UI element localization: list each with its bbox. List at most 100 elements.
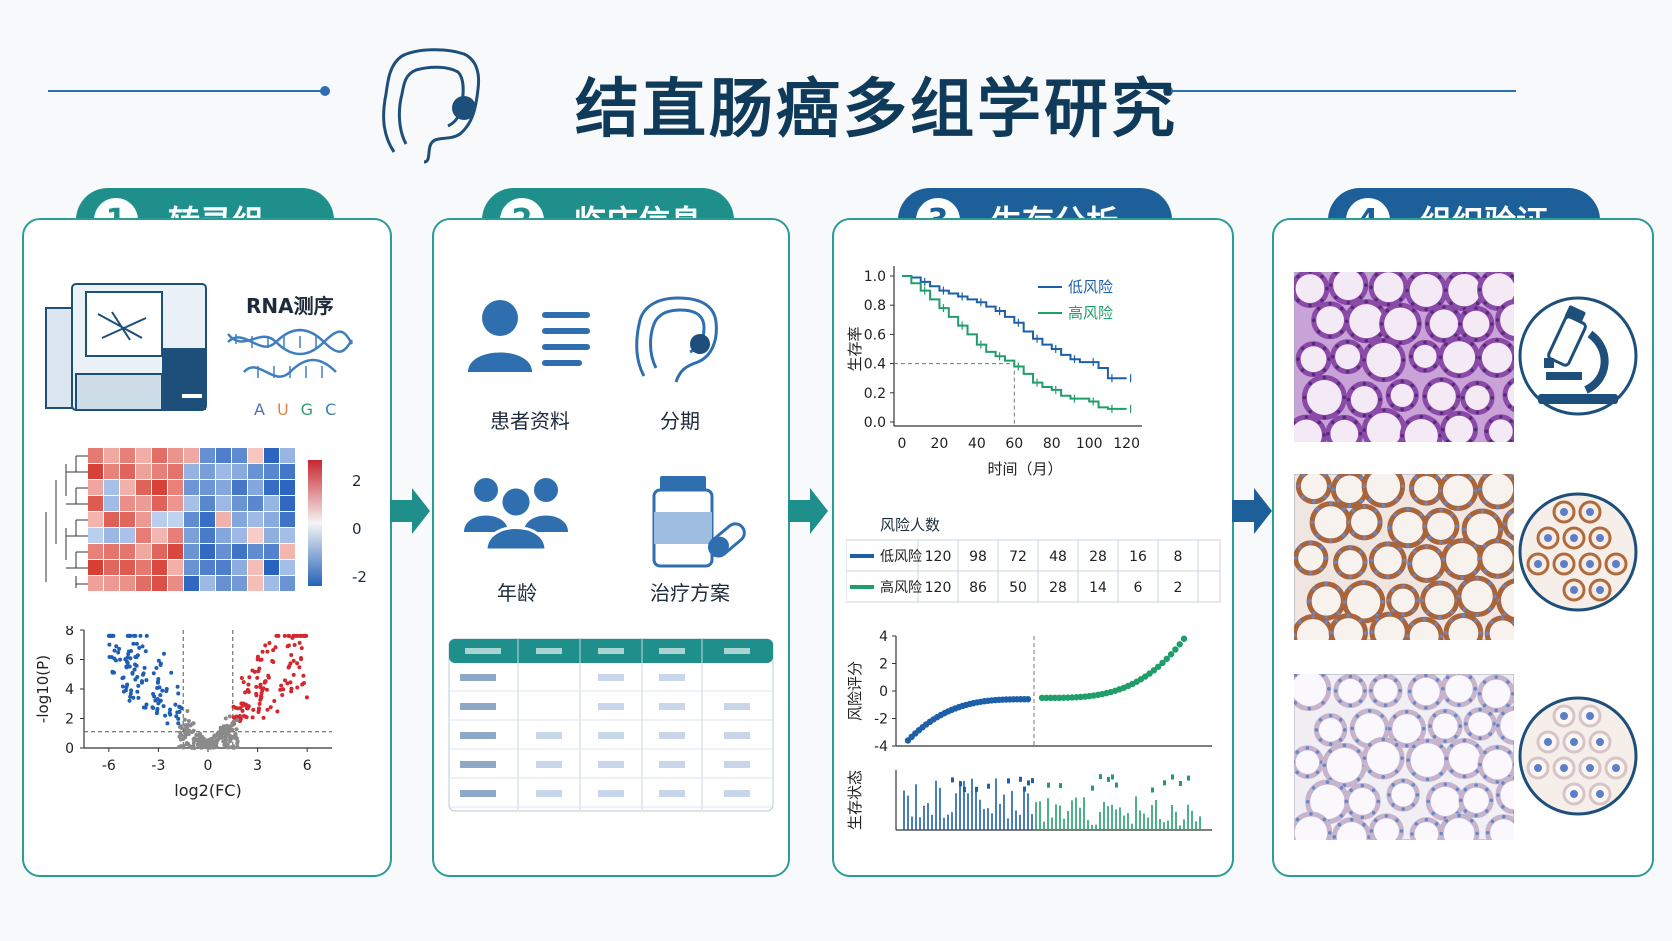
nucleus: [1393, 699, 1398, 703]
nucleus: [1463, 311, 1467, 315]
volcano-point: [212, 734, 217, 739]
volcano-point: [158, 698, 163, 703]
nucleus: [1475, 381, 1480, 385]
nucleus: [1477, 287, 1482, 292]
y-axis-label: 生存率: [846, 326, 864, 371]
volcano-point: [304, 695, 309, 700]
nucleus: [1498, 527, 1503, 532]
y-axis-label: 风险评分: [846, 661, 864, 721]
arrow-icon: [788, 488, 828, 534]
nucleus: [1485, 333, 1490, 338]
volcano-point: [210, 739, 215, 744]
nucleus: [1380, 714, 1384, 718]
nucleus: [1410, 403, 1414, 408]
nucleus: [1300, 346, 1305, 351]
status-event-mark: [963, 786, 966, 792]
table-header-cell: [536, 648, 562, 654]
nucleus: [1336, 587, 1341, 591]
heatmap-cell: [104, 464, 119, 479]
nucleus: [1315, 533, 1320, 538]
nucleus: [1437, 581, 1442, 585]
nucleus: [1445, 439, 1450, 442]
nucleus: [1435, 678, 1440, 682]
heatmap-cell: [264, 496, 279, 511]
nucleus: [1315, 750, 1320, 754]
heatmap-cell: [232, 576, 247, 591]
nucleus: [1438, 488, 1443, 493]
nucleus: [1409, 486, 1414, 491]
zoom-nucleus: [1570, 586, 1578, 594]
volcano-point: [268, 705, 273, 710]
heatmap-cell: [152, 560, 167, 575]
volcano-point: [200, 745, 205, 750]
risk-table-title: 风险人数: [880, 516, 941, 534]
nucleus: [1439, 744, 1443, 749]
volcano-point: [183, 734, 188, 739]
volcano-point: [192, 737, 197, 742]
heatmap-cell: [88, 464, 103, 479]
heatmap-cell: [200, 480, 215, 495]
title-dot-left: [320, 86, 330, 96]
volcano-point: [107, 642, 112, 647]
heatmap-cell: [88, 576, 103, 591]
nucleus: [1483, 274, 1487, 279]
zoom-nucleus: [1596, 586, 1604, 594]
y-tick-label: 0: [879, 684, 888, 700]
nucleus: [1374, 546, 1378, 551]
status-event-mark: [1107, 776, 1110, 782]
arrow-icon: [390, 488, 430, 534]
nucleus: [1323, 495, 1327, 499]
status-event-mark: [1091, 785, 1094, 791]
nucleus: [1451, 406, 1456, 411]
nucleus: [1369, 829, 1374, 833]
nucleus: [1320, 274, 1324, 279]
microscope-icon: [1518, 296, 1638, 416]
nucleus: [1334, 618, 1339, 623]
nucleus: [1490, 322, 1494, 326]
heatmap-cell: [280, 464, 295, 479]
x-tick-label: 40: [968, 436, 986, 452]
nucleus: [1495, 338, 1499, 342]
heatmap-cell: [248, 576, 263, 591]
nucleus: [1494, 675, 1498, 679]
nucleus: [1507, 511, 1512, 516]
base-a: A: [254, 400, 277, 419]
nucleus: [1455, 787, 1460, 792]
heatmap-cell: [264, 576, 279, 591]
nucleus: [1501, 781, 1505, 785]
volcano-point: [155, 680, 160, 685]
nucleus: [1322, 433, 1327, 437]
nucleus: [1462, 774, 1467, 779]
nucleus: [1335, 344, 1339, 348]
nucleus: [1325, 780, 1330, 784]
heatmap-cell: [120, 448, 135, 463]
volcano-point: [233, 731, 238, 736]
heatmap-cell: [232, 464, 247, 479]
volcano-point: [301, 673, 306, 678]
nucleus: [1483, 499, 1487, 504]
nucleus: [1342, 743, 1347, 748]
clinical-item-patient: 患者资料: [490, 409, 570, 433]
nucleus: [1473, 686, 1477, 691]
volcano-point: [175, 684, 180, 689]
nucleus: [1501, 331, 1505, 335]
heatmap-cell: [216, 480, 231, 495]
nucleus: [1433, 344, 1437, 349]
colon-stage-icon: [635, 296, 718, 383]
volcano-point: [120, 684, 125, 689]
y-tick-label: 4: [65, 682, 74, 698]
volcano-point: [186, 719, 191, 724]
nucleus: [1411, 803, 1415, 807]
nucleus: [1475, 410, 1480, 415]
heatmap-cell: [152, 480, 167, 495]
nucleus: [1360, 783, 1365, 788]
volcano-point: [168, 707, 173, 712]
heatmap-cell: [232, 448, 247, 463]
volcano-point: [250, 715, 255, 720]
nucleus: [1488, 607, 1492, 612]
nucleus: [1390, 383, 1395, 388]
nucleus: [1294, 633, 1297, 638]
volcano-point: [255, 654, 260, 659]
heatmap-cell: [184, 496, 199, 511]
heatmap-tick: -2: [352, 568, 367, 586]
